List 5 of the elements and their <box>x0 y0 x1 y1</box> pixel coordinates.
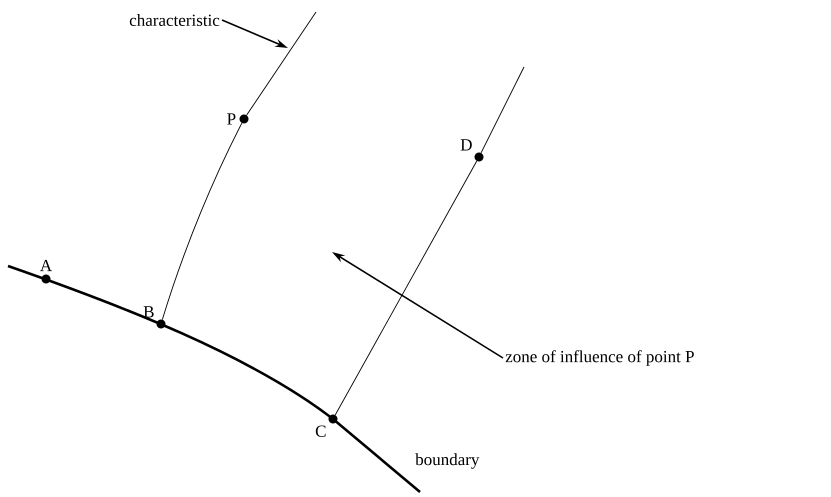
callout-text: zone of influence of point P <box>506 350 694 366</box>
callout-text: characteristic <box>130 14 220 26</box>
characteristic-line <box>334 160 478 416</box>
boundary-label: boundary <box>415 453 480 469</box>
characteristic-line <box>162 122 242 320</box>
